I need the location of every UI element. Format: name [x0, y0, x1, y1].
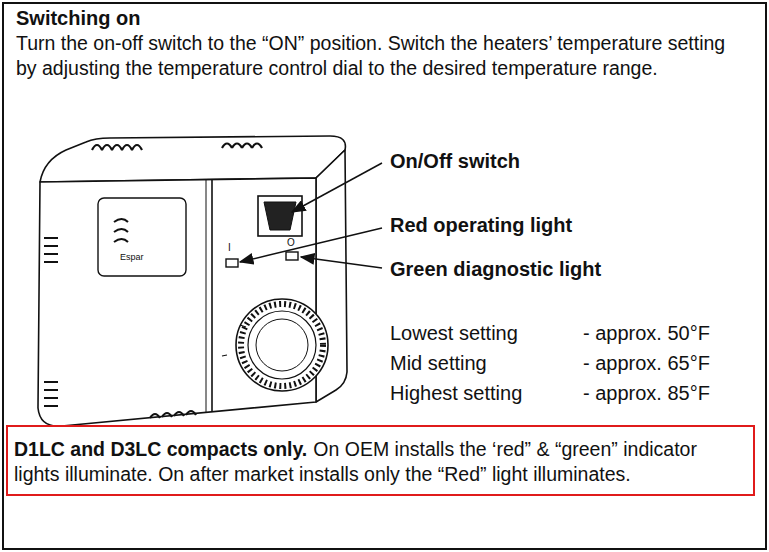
brand-label: Espar: [120, 252, 144, 263]
symbol-label: I: [228, 242, 231, 254]
setting-name: Highest setting: [390, 381, 522, 405]
callout-label: Red operating light: [390, 213, 572, 237]
setting-value: - approx. 65°F: [583, 351, 710, 375]
body-text: Turn the on-off switch to the “ON” posit…: [16, 31, 751, 80]
section-title: Switching on: [16, 6, 753, 30]
callout-label: On/Off switch: [390, 149, 520, 173]
note-box: D1LC and D3LC compacts only.On OEM insta…: [6, 425, 755, 496]
symbol-label: O: [287, 237, 295, 249]
setting-name: Lowest setting: [390, 321, 518, 345]
setting-value: - approx. 50°F: [583, 321, 710, 345]
setting-name: Mid setting: [390, 351, 487, 375]
note-heading: D1LC and D3LC compacts only.: [14, 438, 307, 460]
callout-label: Green diagnostic light: [390, 257, 601, 281]
setting-value: - approx. 85°F: [583, 381, 710, 405]
